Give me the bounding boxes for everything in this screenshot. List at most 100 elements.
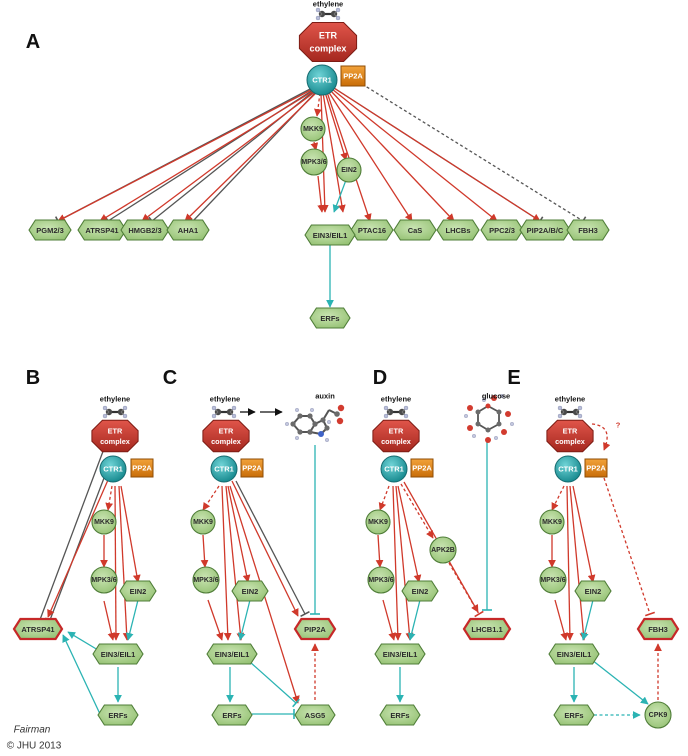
edge-a-atrsp41 — [99, 89, 316, 222]
pp2a: PP2A — [130, 458, 154, 478]
node-ein2-shape — [401, 580, 439, 602]
question-mark: ? — [616, 421, 621, 430]
copyright: © JHU 2013 — [7, 741, 62, 752]
node-ein2-shape — [336, 157, 362, 183]
node-asg5: ASG5 — [294, 704, 336, 726]
node-cas-shape — [393, 219, 437, 241]
node-ein2-label: EIN2 — [341, 167, 357, 174]
ethylene-label-b: ethylene — [100, 395, 130, 404]
node-mkk9: MKK9 — [365, 509, 391, 535]
node-cpk9: CPK9 — [644, 701, 672, 729]
etr-shape — [298, 22, 358, 62]
node-pgm: PGM2/3 — [28, 219, 72, 241]
glucose-label: glucose — [482, 392, 510, 401]
node-ein2-label: EIN2 — [412, 587, 429, 596]
node-mpk: MPK3/6 — [367, 566, 395, 594]
node-asg5-label: ASG5 — [305, 711, 325, 720]
node-cas-label: CaS — [408, 226, 423, 235]
node-mkk9: MKK9 — [539, 509, 565, 535]
edge-c-ctr1-ein3b — [225, 485, 245, 641]
node-erfs-shape — [379, 704, 421, 726]
node-mpk-shape — [90, 566, 118, 594]
node-ein3: EIN3/EIL1 — [374, 643, 426, 665]
edge-b-ctr1-mkk9 — [105, 485, 114, 511]
pp2a: PP2A — [584, 458, 608, 478]
edge-c-ctr1-ein2 — [227, 485, 251, 583]
glucose-molecule — [464, 394, 515, 443]
pp2a: PP2A — [340, 65, 366, 87]
node-aha1-label: AHA1 — [178, 226, 198, 235]
pp2a: PP2A — [240, 458, 264, 478]
edge-d-mpk-ein3 — [382, 599, 396, 641]
node-mkk9-label: MKK9 — [368, 519, 388, 526]
node-erfs-shape — [553, 704, 595, 726]
panel-label-e: E — [507, 367, 520, 389]
ctr1-shape — [210, 455, 238, 483]
edge-c-erfs-asg5 — [252, 709, 295, 719]
node-fbh3-shape — [636, 617, 680, 641]
ctr1-shape — [306, 64, 338, 96]
edge-e-question — [591, 423, 611, 451]
node-ein3-shape — [206, 643, 258, 665]
node-ein3-label: EIN3/EIL1 — [215, 650, 250, 659]
node-ptac16: PTAC16 — [350, 219, 394, 241]
node-ein3-shape — [548, 643, 600, 665]
node-ein2: EIN2 — [336, 157, 362, 183]
node-fbh3: FBH3 — [636, 617, 680, 641]
node-ein2: EIN2 — [119, 580, 157, 602]
edge-a-ptac16 — [326, 91, 372, 222]
etr-shape — [91, 419, 139, 453]
edges-layer — [33, 83, 662, 719]
edge-c-ctr1-pip2a — [235, 480, 310, 618]
node-mpk-shape — [192, 566, 220, 594]
node-ein3-shape — [304, 224, 356, 246]
node-ein3: EIN3/EIL1 — [548, 643, 600, 665]
edge-c-ctr1-pip2a-red — [231, 480, 299, 617]
node-aha1: AHA1 — [166, 219, 210, 241]
ctr1-shape — [99, 455, 127, 483]
edge-b-ein2-ein3 — [125, 599, 139, 641]
ctr1: CTR1 — [554, 455, 582, 483]
edge-a-pip2abc-red — [333, 87, 541, 222]
pp2a-shape — [240, 458, 264, 478]
node-lhcb11-label: LHCB1.1 — [471, 625, 502, 634]
node-ein2: EIN2 — [574, 580, 612, 602]
node-pip2a-label: PIP2A — [304, 625, 326, 634]
node-mpk-label: MPK3/6 — [91, 577, 116, 584]
node-ein3-label: EIN3/EIL1 — [383, 650, 418, 659]
edge-c-ctr1-mkk9 — [202, 485, 220, 511]
etr-label-2: complex — [555, 437, 586, 446]
ethylene-label-a: ethylene — [313, 0, 343, 9]
node-lhcbs-label: LHCBs — [445, 226, 470, 235]
node-lhcb11: LHCB1.1 — [462, 617, 512, 641]
node-cas: CaS — [393, 219, 437, 241]
node-cpk9-label: CPK9 — [649, 712, 668, 719]
node-ein3-shape — [374, 643, 426, 665]
ctr1: CTR1 — [210, 455, 238, 483]
node-erfs: ERFs — [309, 307, 351, 329]
edge-d-ctr1-ein3b — [395, 485, 414, 641]
ethylene-molecule — [557, 405, 583, 419]
edge-d-ctr1-apk2b — [400, 483, 434, 539]
node-ein2-label: EIN2 — [130, 587, 147, 596]
etr-label-1: ETR — [219, 426, 234, 435]
node-mkk9: MKK9 — [91, 509, 117, 535]
node-mkk9: MKK9 — [300, 116, 326, 142]
node-ein3-label: EIN3/EIL1 — [313, 231, 348, 240]
node-ein2-label: EIN2 — [242, 587, 259, 596]
edge-b-erfs-atrsp41 — [62, 634, 101, 715]
node-erfs: ERFs — [97, 704, 139, 726]
node-ptac16-shape — [350, 219, 394, 241]
node-mpk-shape — [300, 148, 328, 176]
node-ein2-shape — [231, 580, 269, 602]
node-erfs-shape — [309, 307, 351, 329]
node-ein2-shape — [119, 580, 157, 602]
node-lhcb11-shape — [462, 617, 512, 641]
edge-a-pp2a-fbh3 — [361, 83, 587, 226]
node-aha1-shape — [166, 219, 210, 241]
node-mpk: MPK3/6 — [300, 148, 328, 176]
